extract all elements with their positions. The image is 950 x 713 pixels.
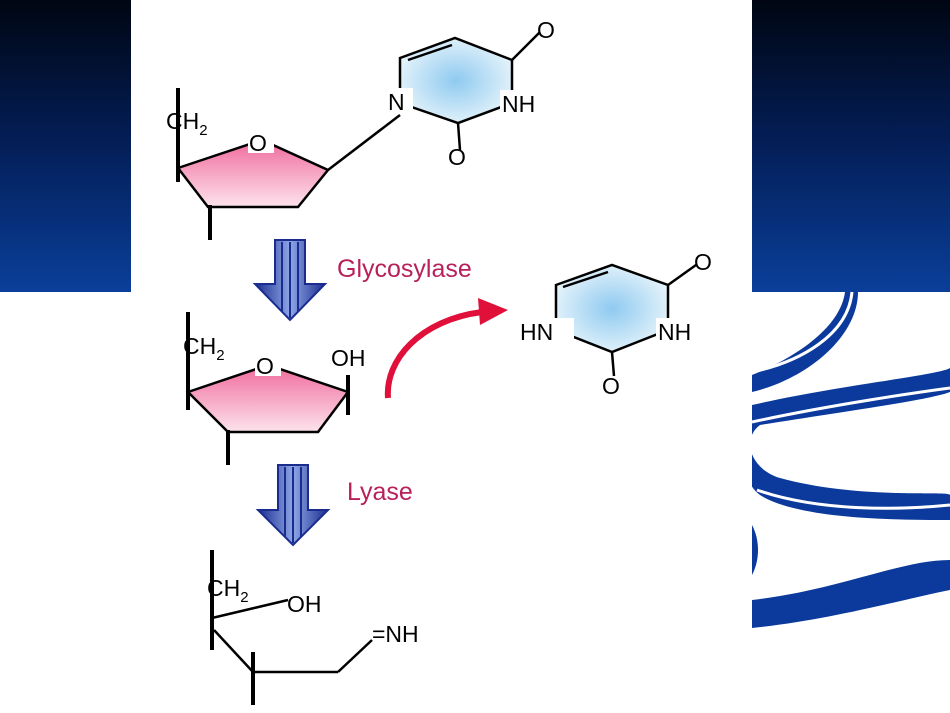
base-n1: N: [388, 89, 405, 115]
decorative-ribbons: [741, 291, 950, 628]
uracil-ring: [398, 36, 514, 125]
free-uracil-structure: HN NH O O: [518, 249, 714, 399]
ring-oxygen: O: [249, 130, 267, 156]
base-nh: NH: [502, 91, 535, 117]
lyase-step-arrow: [255, 464, 331, 547]
diagram-panel: [131, 0, 752, 713]
glycosylase-step-arrow: [252, 239, 328, 322]
lyase-label: Lyase: [347, 478, 413, 506]
nucleoside-structure: O CH2 N NH O O: [166, 17, 558, 240]
abasic-site-structure: O CH2 OH: [183, 312, 366, 465]
free-base-nh: NH: [658, 319, 691, 345]
ch2-label: CH2: [166, 108, 208, 139]
product-imine: =NH: [372, 621, 419, 647]
base-release-arrow: [384, 298, 508, 399]
abasic-ring-oxygen: O: [256, 353, 274, 379]
free-base-carbonyl-top: O: [694, 249, 712, 275]
free-base-hn: HN: [520, 319, 553, 345]
glycosylase-label: Glycosylase: [337, 255, 472, 283]
abasic-ch2-label: CH2: [183, 333, 225, 364]
product-hydroxyl: OH: [287, 591, 322, 617]
lyase-product-structure: CH2 OH =NH: [207, 550, 419, 705]
carbonyl-top: O: [537, 17, 555, 43]
free-base-carbonyl-bottom: O: [602, 373, 620, 399]
product-ch2-label: CH2: [207, 575, 249, 606]
carbonyl-bottom: O: [448, 144, 466, 170]
glycosidic-bond: [327, 114, 401, 171]
abasic-sugar-ring: [185, 363, 351, 434]
abasic-hydroxyl: OH: [331, 345, 366, 371]
